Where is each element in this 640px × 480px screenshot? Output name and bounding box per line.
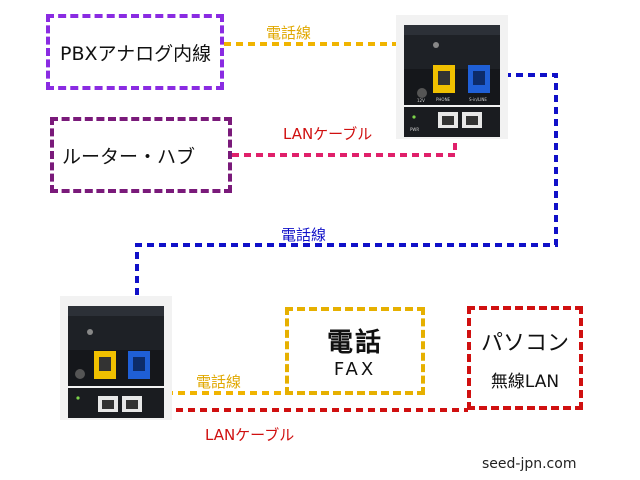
phone-port-label: PHONE bbox=[436, 97, 451, 102]
wire-label-phone-top: 電話線 bbox=[266, 24, 312, 42]
pbx-label: PBXアナログ内線 bbox=[60, 42, 212, 65]
power-port-label: 12V bbox=[417, 98, 425, 103]
adapter-device-top: 12V PHONE S-in/LINE PWR bbox=[396, 15, 508, 139]
phone-fax-box: 電話 FAX bbox=[285, 307, 425, 395]
wireless-lan-label: 無線LAN bbox=[490, 371, 560, 392]
router-box: ルーター・ハブ bbox=[50, 117, 232, 193]
adapter-device-bottom bbox=[60, 296, 172, 420]
pwr-label: PWR bbox=[410, 127, 419, 132]
line-port-label: S-in/LINE bbox=[469, 97, 487, 102]
router-label: ルーター・ハブ bbox=[62, 145, 196, 168]
site-credit: seed-jpn.com bbox=[482, 456, 577, 472]
pc-label: パソコン bbox=[480, 330, 569, 356]
wire-label-phone-bottom: 電話線 bbox=[196, 373, 242, 391]
phone-label: 電話 bbox=[326, 328, 383, 358]
fax-label: FAX bbox=[333, 359, 377, 380]
wire-label-phone-middle: 電話線 bbox=[281, 226, 327, 244]
wire-lan-top bbox=[232, 112, 457, 157]
wire-label-lan-bottom: LANケーブル bbox=[205, 426, 295, 444]
pbx-box: PBXアナログ内線 bbox=[46, 14, 224, 90]
wire-label-lan-top: LANケーブル bbox=[283, 125, 373, 143]
pc-box: パソコン 無線LAN bbox=[467, 306, 583, 410]
wire-phone-middle bbox=[135, 73, 558, 356]
